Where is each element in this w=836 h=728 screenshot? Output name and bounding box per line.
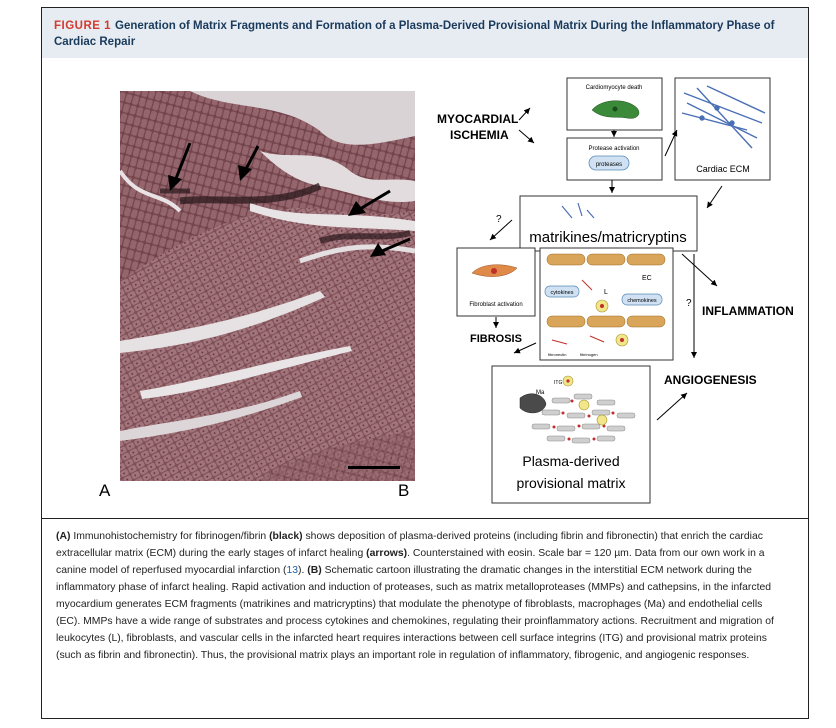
citation-link[interactable]: 13: [286, 565, 298, 576]
ma-label: Ma: [536, 390, 545, 396]
protease-activation-label: Protease activation: [588, 146, 639, 152]
fibrinogen-label: fibrinogen: [580, 352, 598, 357]
itg-label: ITG: [554, 380, 562, 386]
matrikines-label: matrikines/matricryptins: [529, 229, 687, 246]
caption-a-text1: Immunohistochemistry for fibrinogen/fibr…: [70, 531, 269, 542]
fibronectin-label: fibronectin: [548, 352, 566, 357]
cytokines-label: cytokines: [551, 290, 574, 296]
provisional-matrix-line2: provisional matrix: [517, 475, 626, 491]
panel-b-label: B: [398, 481, 409, 501]
figure-number: FIGURE 1: [54, 20, 111, 32]
figure-title-text: Generation of Matrix Fragments and Forma…: [54, 20, 775, 48]
ec-label: EC: [642, 275, 652, 282]
leukocyte-label: L: [604, 289, 608, 296]
chemokines-label: chemokines: [627, 298, 657, 304]
ischemia-label: ISCHEMIA: [450, 128, 509, 142]
cardiomyocyte-death-label: Cardiomyocyte death: [586, 85, 643, 91]
panel-a-label: A: [99, 481, 110, 501]
figure-caption: (A) Immunohistochemistry for fibrinogen/…: [56, 528, 788, 664]
caption-b-text: Schematic cartoon illustrating the drama…: [56, 565, 774, 661]
caption-a-label: (A): [56, 531, 70, 542]
caption-a-text4: ).: [298, 565, 307, 576]
provisional-matrix-line1: Plasma-derived: [522, 453, 619, 469]
fibroblast-activation-label: Fibroblast activation: [469, 302, 522, 308]
caption-a-black: (black): [269, 531, 303, 542]
caption-a-arrows: (arrows): [366, 548, 407, 559]
schematic-diagram: MYOCARDIAL ISCHEMIA Cardiomyocyte death …: [432, 68, 802, 508]
proteases-label: proteases: [596, 162, 622, 168]
caption-b-label: (B): [307, 565, 321, 576]
inflammation-label: INFLAMMATION: [702, 304, 794, 318]
leukocyte-icon: [563, 376, 573, 386]
caption-divider: [42, 518, 808, 519]
scale-bar: [348, 466, 400, 469]
angiogenesis-label: ANGIOGENESIS: [664, 373, 757, 387]
question-mark: ?: [496, 214, 502, 225]
histology-micrograph: [120, 91, 415, 481]
myocardial-label: MYOCARDIAL: [437, 112, 518, 126]
question-mark: ?: [686, 298, 692, 309]
cardiac-ecm-label: Cardiac ECM: [696, 164, 750, 174]
fibrosis-label: FIBROSIS: [470, 333, 522, 345]
